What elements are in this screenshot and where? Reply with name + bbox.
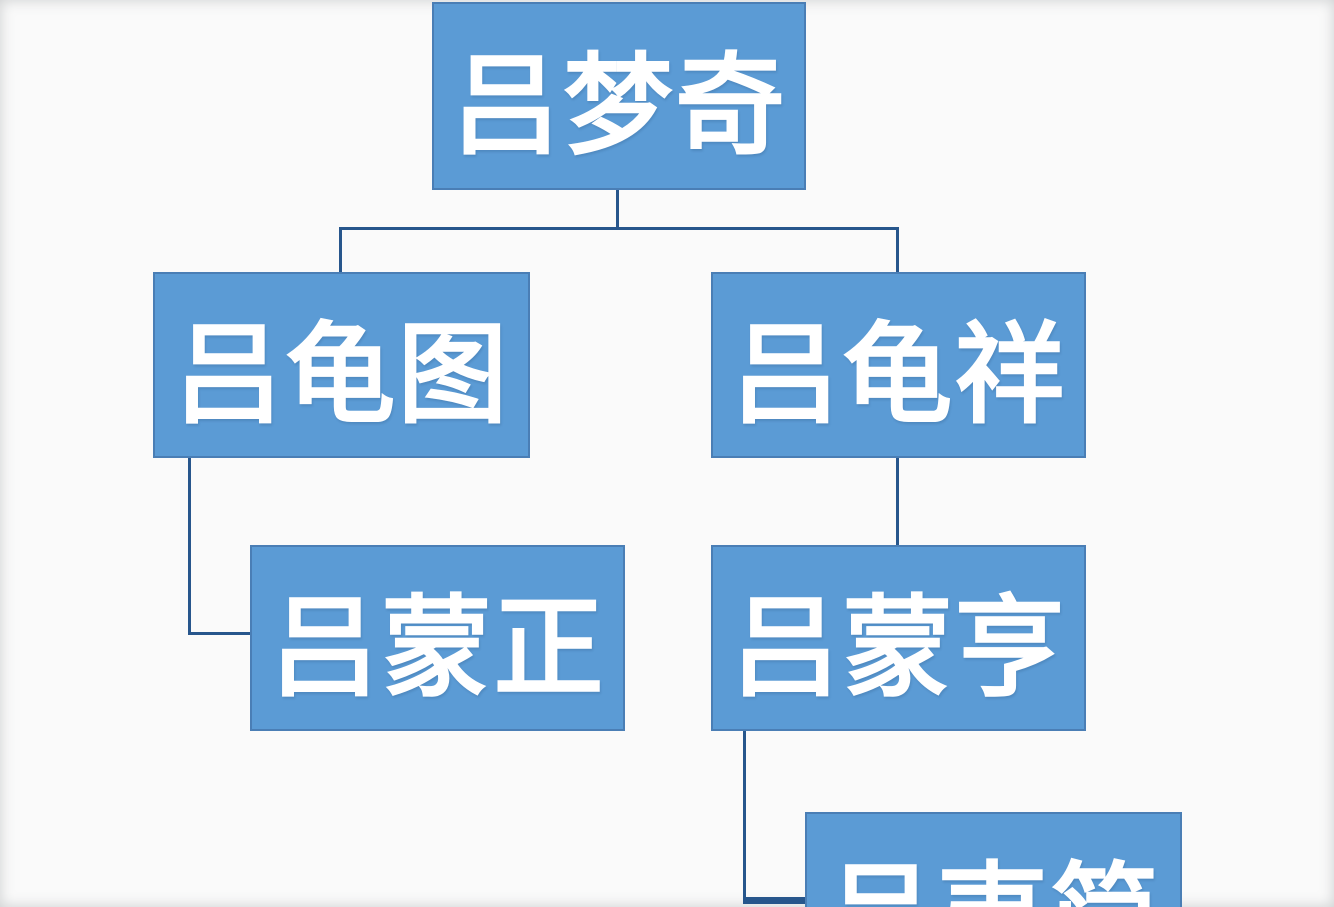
connector-drop-to-guixiang xyxy=(896,227,899,273)
node-lv-mengqi: 吕梦奇 xyxy=(432,2,806,190)
node-lv-mengqi-label: 吕梦奇 xyxy=(451,46,787,168)
connector-drop-to-guitu xyxy=(339,227,342,273)
connector-guitu-mengzheng-vertical xyxy=(188,458,191,635)
node-lv-mengheng-label: 吕蒙亨 xyxy=(730,588,1067,710)
node-lv-guixiang: 吕龟祥 xyxy=(711,272,1086,458)
node-lv-guixiang-label: 吕龟祥 xyxy=(730,315,1067,437)
node-lv-yijian: 吕夷简 xyxy=(805,812,1182,907)
connector-guitu-mengzheng-horizontal xyxy=(188,632,251,635)
node-lv-mengheng: 吕蒙亨 xyxy=(711,545,1086,731)
connector-root-stem xyxy=(616,190,619,229)
node-lv-mengzheng-label: 吕蒙正 xyxy=(269,588,606,710)
node-lv-guitu-label: 吕龟图 xyxy=(173,315,510,437)
connector-guixiang-mengheng xyxy=(896,458,899,546)
node-lv-guitu: 吕龟图 xyxy=(153,272,530,458)
connector-mengheng-yijian-horizontal xyxy=(743,897,806,904)
node-lv-mengzheng: 吕蒙正 xyxy=(250,545,625,731)
connector-mengheng-yijian-vertical xyxy=(743,731,746,901)
connector-generation2-bar xyxy=(339,227,899,230)
node-lv-yijian-label: 吕夷简 xyxy=(826,825,1162,907)
